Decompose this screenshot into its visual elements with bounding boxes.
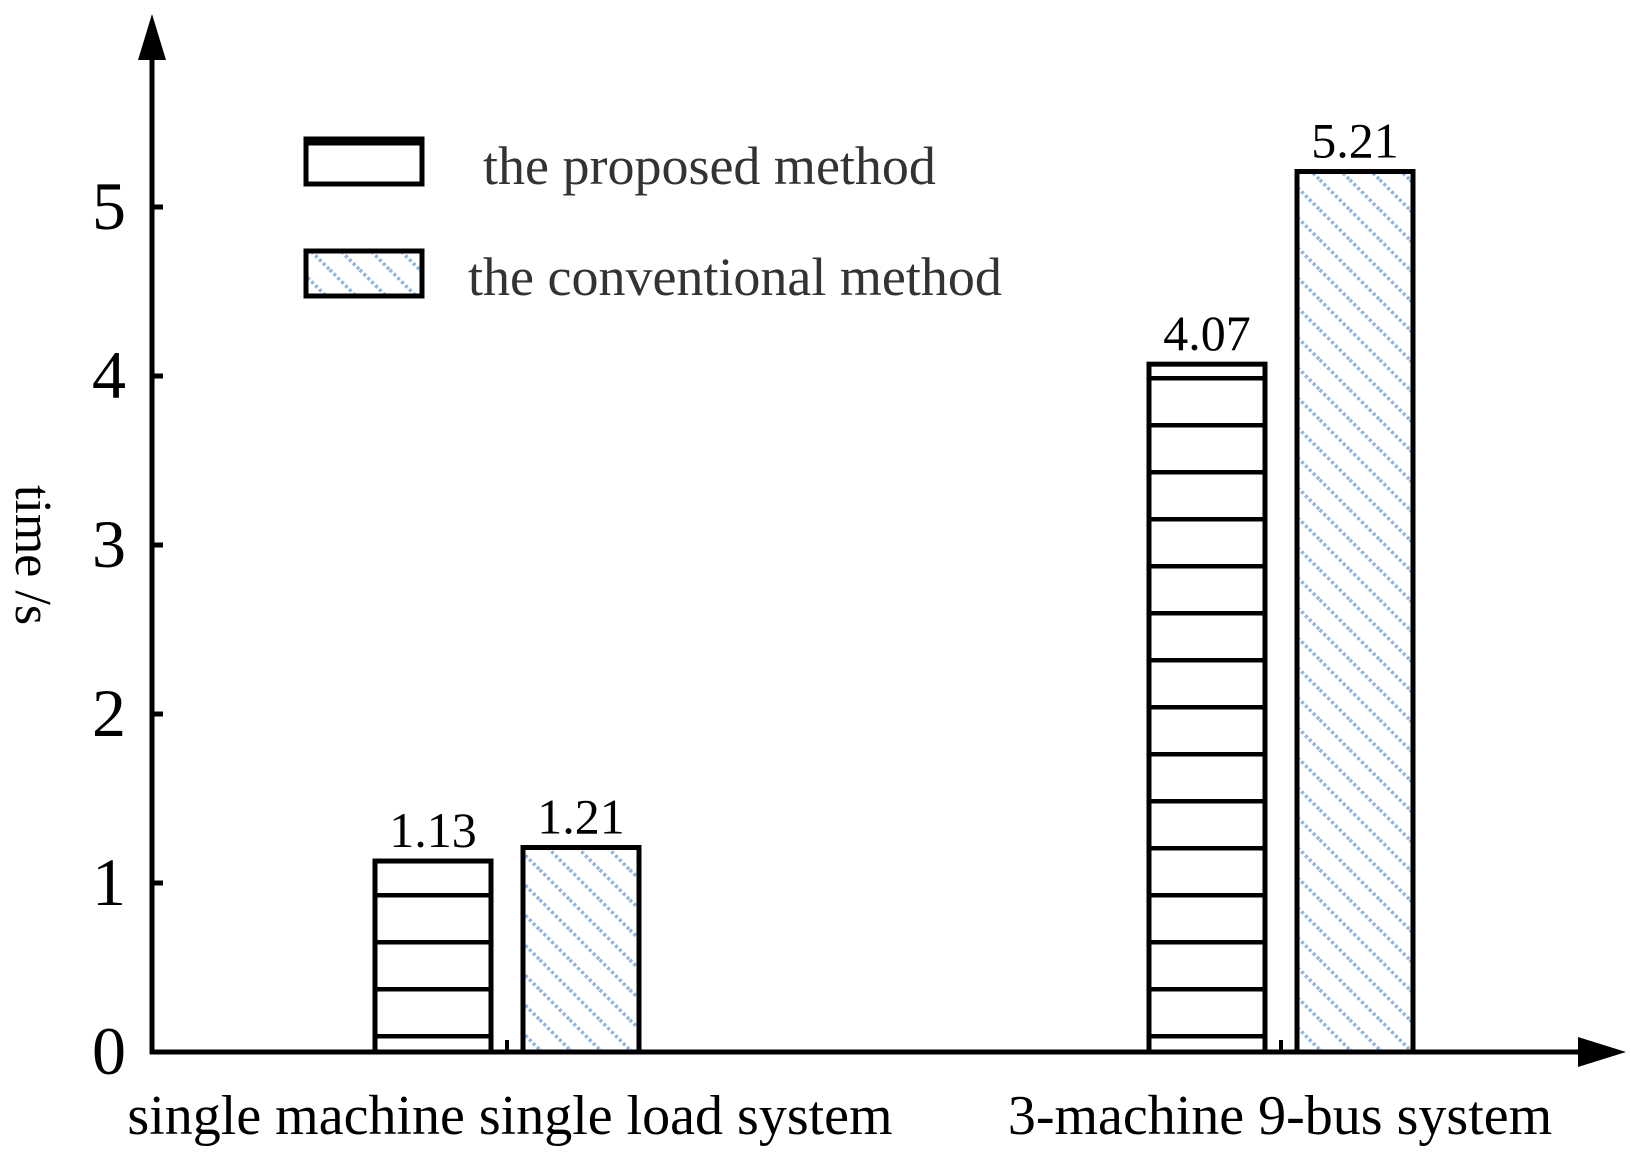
bar-conventional-1 [520, 845, 642, 1055]
x-category-label: single machine single load system [127, 1085, 892, 1147]
bar-proposed-1 [372, 858, 494, 1055]
x-category-label: 3-machine 9-bus system [1008, 1085, 1552, 1147]
x-axis-arrow [1578, 1037, 1626, 1067]
legend-swatch-conventional [303, 248, 425, 299]
data-label-proposed-2: 4.07 [1163, 305, 1251, 361]
legend-swatch-proposed [303, 136, 425, 187]
legend-label-conventional: the conventional method [468, 247, 1002, 307]
y-tick-label: 5 [92, 168, 126, 244]
data-label-proposed-1: 1.13 [389, 802, 477, 858]
y-ticks: 0 1 2 3 4 5 [92, 168, 163, 1089]
data-label-conventional-1: 1.21 [537, 789, 625, 845]
y-axis-title: time /s [4, 485, 61, 625]
category-labels: single machine single load system 3-machi… [127, 1085, 1552, 1147]
y-tick-label: 3 [92, 506, 126, 582]
bars: 1.13 1.21 4.07 5.21 [372, 113, 1416, 1055]
bar-conventional-2 [1294, 169, 1416, 1055]
bar-proposed-2 [1146, 361, 1268, 1055]
y-tick-label: 1 [92, 844, 126, 920]
y-axis-arrow [138, 14, 166, 60]
data-label-conventional-2: 5.21 [1311, 113, 1399, 169]
y-tick-label: 2 [92, 675, 126, 751]
legend-label-proposed: the proposed method [483, 136, 936, 196]
y-tick-label: 4 [92, 337, 126, 413]
legend: the proposed method the conventional met… [303, 136, 1002, 307]
y-tick-label: 0 [92, 1013, 126, 1089]
